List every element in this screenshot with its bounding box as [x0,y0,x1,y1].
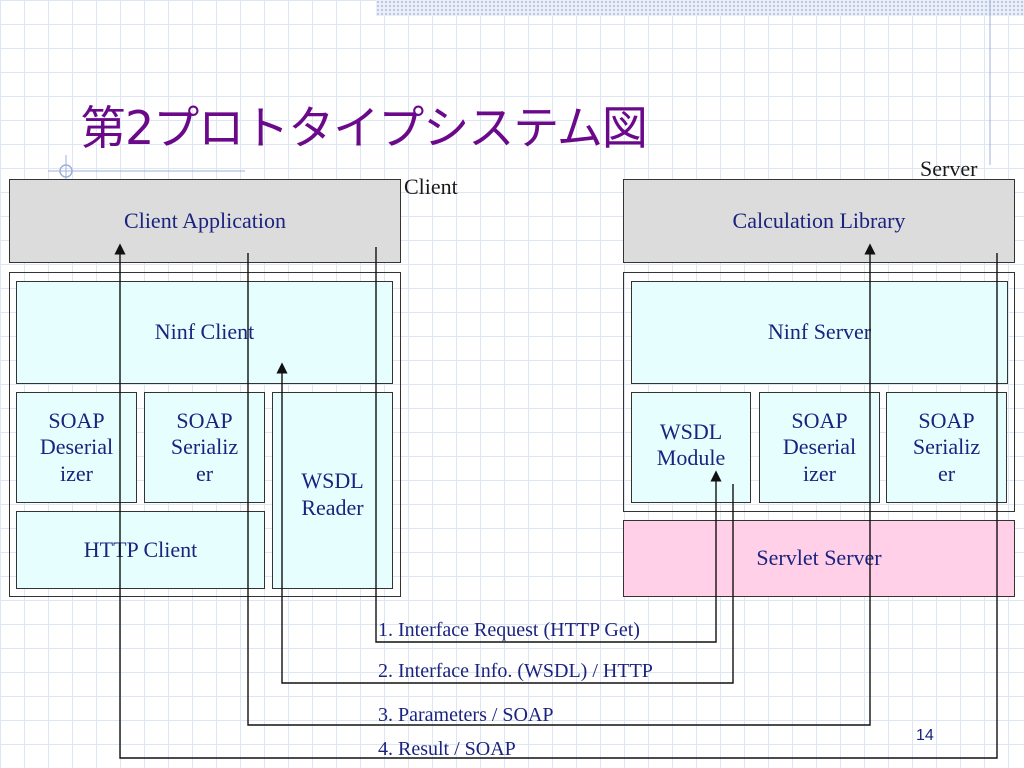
step-1-label: 1. Interface Request (HTTP Get) [378,619,640,641]
client-soap-deserializer-label: SOAP Deserial izer [39,407,114,486]
servlet-server-label: Servlet Server [756,545,882,571]
server-middleware-frame [623,272,1015,512]
step-2-label: 2. Interface Info. (WSDL) / HTTP [378,660,653,682]
server-soap-deserializer-box: SOAP Deserial izer [759,392,880,503]
calculation-library-label: Calculation Library [732,207,906,233]
server-soap-serializer-box: SOAP Serializ er [886,392,1007,503]
flow-line-interface-info [276,362,734,684]
flow-line-result [114,243,998,759]
wsdl-module-label: WSDL Module [656,419,726,471]
step-3-label: 3. Parameters / SOAP [378,704,554,726]
server-soap-deserializer-label: SOAP Deserial izer [782,407,857,486]
flow-line-interface-request [375,247,722,643]
client-soap-deserializer-box: SOAP Deserial izer [16,392,137,503]
server-soap-serializer-label: SOAP Serializ er [912,407,981,486]
server-label: Server [920,156,978,181]
client-soap-serializer-box: SOAP Serializ er [144,392,265,503]
http-client-box: HTTP Client [16,511,265,589]
ninf-server-box: Ninf Server [631,281,1008,384]
top-decoration-band [376,0,1024,16]
ninf-client-label: Ninf Client [154,319,255,345]
ninf-server-label: Ninf Server [767,319,872,345]
slide-title: 第2プロトタイプシステム図 [80,101,648,155]
wsdl-reader-label: WSDL Reader [301,468,364,520]
client-application-box: Client Application [9,179,401,263]
wsdl-reader-box: WSDL Reader [272,392,393,589]
wsdl-module-box: WSDL Module [631,392,751,503]
flow-line-parameters [247,243,876,726]
ninf-client-box: Ninf Client [16,281,393,384]
page-number: 14 [916,727,934,744]
client-label: Client [404,174,458,199]
calculation-library-box: Calculation Library [623,179,1015,263]
http-client-label: HTTP Client [83,536,198,562]
servlet-server-box: Servlet Server [623,520,1015,597]
client-application-label: Client Application [124,207,286,233]
client-middleware-frame [9,272,401,597]
step-4-label: 4. Result / SOAP [378,738,516,760]
client-soap-serializer-label: SOAP Serializ er [170,407,239,486]
